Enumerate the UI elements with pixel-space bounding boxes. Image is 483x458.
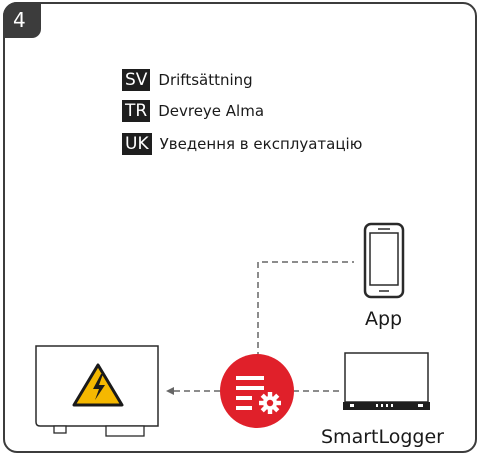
language-text: Driftsättning bbox=[158, 71, 253, 89]
inverter-icon bbox=[35, 345, 159, 437]
step-number: 4 bbox=[13, 8, 26, 32]
language-row-uk: UK Уведення в експлуатацію bbox=[122, 132, 362, 156]
language-text: Уведення в експлуатацію bbox=[159, 135, 363, 153]
language-code: TR bbox=[122, 100, 151, 122]
smartlogger-label: SmartLogger bbox=[321, 426, 444, 448]
language-text: Devreye Alma bbox=[158, 102, 265, 120]
settings-list-icon bbox=[220, 354, 294, 428]
smartphone-icon bbox=[363, 222, 405, 299]
step-frame bbox=[3, 2, 477, 453]
language-row-tr: TR Devreye Alma bbox=[122, 99, 264, 123]
smartlogger-device-icon bbox=[343, 352, 430, 410]
high-voltage-warning-icon bbox=[72, 363, 124, 407]
language-code: SV bbox=[122, 69, 151, 91]
language-code: UK bbox=[122, 133, 152, 155]
step-badge: 4 bbox=[3, 2, 41, 38]
language-row-sv: SV Driftsättning bbox=[122, 68, 253, 92]
app-connector-line bbox=[257, 261, 354, 378]
app-label: App bbox=[365, 308, 403, 330]
arrow-head-icon bbox=[166, 387, 174, 395]
